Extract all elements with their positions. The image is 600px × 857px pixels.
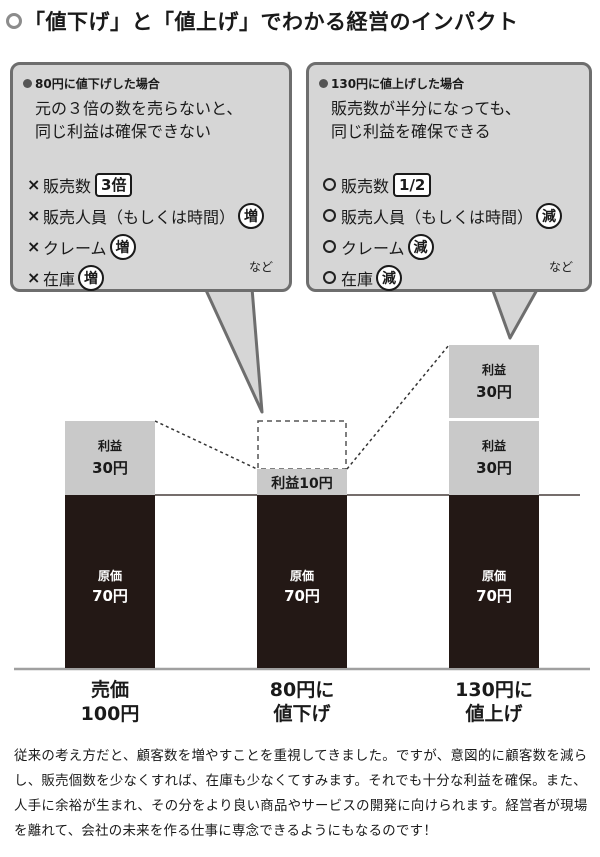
description-text: 従来の考え方だと、顧客数を増やすことを重視してきました。ですが、意図的に顧客数を… <box>14 749 588 839</box>
cross-mark-icon: × <box>27 237 41 256</box>
price-down-header: 80円に値下げした場合 <box>23 75 160 92</box>
price-up-box: 130円に値上げした場合 販売数が半分になっても、 同じ利益を確保できる 販売数… <box>306 62 592 292</box>
bullet-dot-icon <box>319 79 328 88</box>
cross-mark-icon: × <box>27 175 41 194</box>
cost-bar-80: 原価 70円 <box>257 495 347 668</box>
increase-badge: 増 <box>109 233 136 260</box>
increase-badge: 増 <box>78 264 105 291</box>
half-badge: 1/2 <box>393 172 432 197</box>
list-item: × 販売数 3倍 <box>27 169 264 200</box>
price-up-items: 販売数 1/2 販売人員（もしくは時間） 減 クレーム 減 在庫 減 <box>323 169 563 293</box>
list-item: × 販売人員（もしくは時間） 増 <box>27 200 265 231</box>
bullet-dot-icon <box>23 79 32 88</box>
price-down-items: × 販売数 3倍 × 販売人員（もしくは時間） 増 × クレーム 増 × 在庫 … <box>27 169 265 293</box>
list-item: 販売数 1/2 <box>323 169 562 200</box>
x-label-100: 売価 100円 <box>80 679 140 725</box>
cost-bar-100: 原価 70円 <box>65 495 155 668</box>
cost-bar-130: 原価 70円 <box>449 495 539 668</box>
decrease-badge: 減 <box>536 202 563 229</box>
circle-mark-icon <box>323 209 336 222</box>
profit-connector-right <box>346 344 450 470</box>
list-item: × クレーム 増 <box>27 231 264 262</box>
decrease-badge: 減 <box>376 264 403 291</box>
cross-mark-icon: × <box>27 268 41 287</box>
price-up-header: 130円に値上げした場合 <box>319 75 464 92</box>
title-bullet-icon <box>6 13 22 29</box>
page-title: 「値下げ」と「値上げ」でわかる経営のインパクト <box>24 10 519 34</box>
price-down-box: 80円に値下げした場合 元の３倍の数を売らないと、 同じ利益は確保できない × … <box>10 62 292 292</box>
price-down-lead: 元の３倍の数を売らないと、 同じ利益は確保できない <box>35 99 243 141</box>
cross-mark-icon: × <box>27 206 41 225</box>
profit-bar-100: 利益 30円 <box>65 421 155 495</box>
etc-note: など <box>248 260 273 274</box>
etc-note: など <box>548 260 573 274</box>
lost-profit-outline <box>257 420 347 470</box>
increase-badge: 増 <box>238 202 265 229</box>
x-label-80: 80円に 値下げ <box>269 679 335 725</box>
x-label-130: 130円に 値上げ <box>455 679 533 725</box>
circle-mark-icon <box>323 178 336 191</box>
list-item: クレーム 減 <box>323 231 562 262</box>
triple-badge: 3倍 <box>95 172 133 197</box>
circle-mark-icon <box>323 240 336 253</box>
profit-bar-80: 利益10円 <box>257 469 347 495</box>
profit-bar-130-upper: 利益 30円 <box>449 345 539 418</box>
decrease-badge: 減 <box>407 233 434 260</box>
profit-connector-left <box>154 420 258 470</box>
list-item: × 在庫 増 <box>27 262 264 293</box>
circle-mark-icon <box>323 271 336 284</box>
profit-bar-130-lower: 利益 30円 <box>449 421 539 495</box>
list-item: 販売人員（もしくは時間） 減 <box>323 200 563 231</box>
price-up-lead: 販売数が半分になっても、 同じ利益を確保できる <box>331 99 521 141</box>
list-item: 在庫 減 <box>323 262 562 293</box>
